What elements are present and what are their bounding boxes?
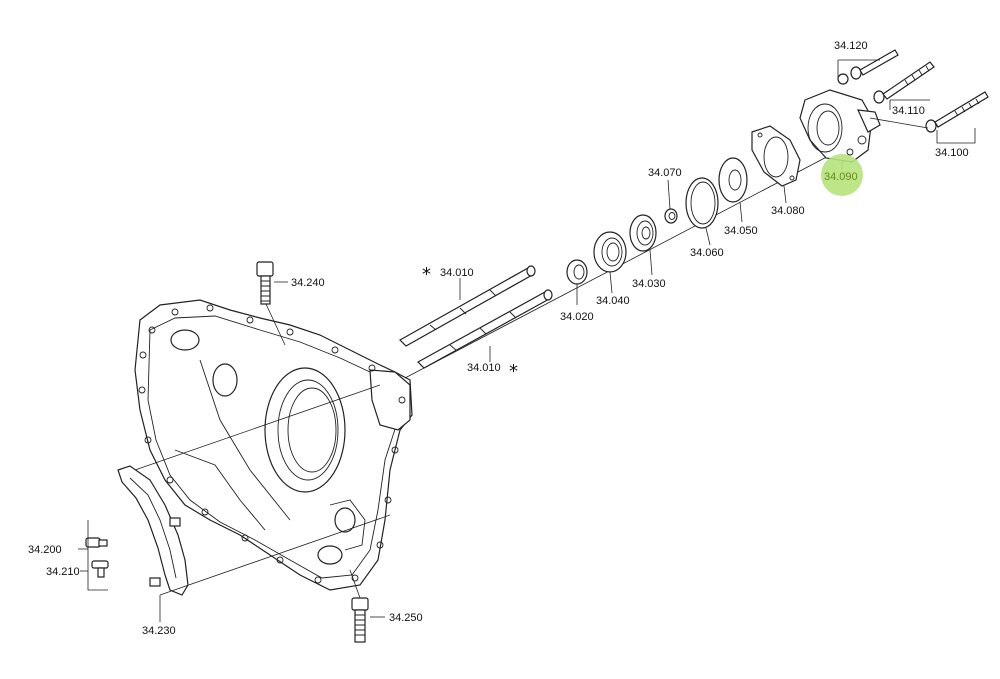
ring-34-040[interactable] bbox=[593, 231, 627, 273]
label-34-100[interactable]: 34.100 bbox=[935, 147, 969, 159]
transmission-housing bbox=[134, 299, 413, 591]
bolt-34-250[interactable] bbox=[351, 597, 369, 643]
shift-rod-lower[interactable] bbox=[417, 289, 553, 369]
label-34-110[interactable]: 34.110 bbox=[892, 105, 925, 117]
label-34-240[interactable]: 34.240 bbox=[291, 277, 325, 289]
label-34-010-upper[interactable]: 34.010 bbox=[440, 267, 474, 279]
label-34-210[interactable]: 34.210 bbox=[46, 566, 80, 578]
label-34-080[interactable]: 34.080 bbox=[771, 205, 805, 217]
label-34-070[interactable]: 34.070 bbox=[648, 167, 682, 179]
gasket-34-080[interactable] bbox=[751, 125, 801, 187]
label-34-060[interactable]: 34.060 bbox=[690, 247, 724, 259]
pin-34-200[interactable] bbox=[85, 537, 108, 548]
nut-34-070[interactable] bbox=[664, 208, 678, 224]
label-34-040[interactable]: 34.040 bbox=[596, 295, 630, 307]
bolt-34-100[interactable] bbox=[925, 91, 989, 133]
bolt-34-120[interactable] bbox=[837, 49, 899, 85]
pin-34-210[interactable] bbox=[91, 560, 109, 578]
label-34-250[interactable]: 34.250 bbox=[389, 612, 423, 624]
asterisk-marker-lower: * bbox=[509, 361, 518, 382]
label-34-030[interactable]: 34.030 bbox=[632, 278, 666, 290]
circlip-34-060[interactable] bbox=[685, 177, 719, 229]
label-34-200[interactable]: 34.200 bbox=[28, 544, 62, 556]
label-34-020[interactable]: 34.020 bbox=[560, 311, 594, 323]
asterisk-marker-upper: * bbox=[422, 264, 431, 285]
label-34-090[interactable]: 34.090 bbox=[824, 171, 858, 183]
label-34-120[interactable]: 34.120 bbox=[834, 40, 868, 52]
washer-34-050[interactable] bbox=[718, 157, 748, 203]
cover-34-090[interactable] bbox=[799, 89, 881, 163]
shift-fork[interactable] bbox=[117, 465, 189, 596]
seal-34-020[interactable] bbox=[566, 259, 588, 285]
bolt-34-110[interactable] bbox=[873, 61, 935, 104]
shift-rod-upper[interactable] bbox=[399, 265, 536, 347]
label-34-010-lower[interactable]: 34.010 bbox=[467, 362, 501, 374]
highlight-marker bbox=[821, 154, 863, 196]
label-34-230[interactable]: 34.230 bbox=[142, 625, 176, 637]
bolt-34-240[interactable] bbox=[256, 261, 274, 305]
label-34-050[interactable]: 34.050 bbox=[724, 225, 758, 237]
bearing-34-030[interactable] bbox=[629, 214, 657, 252]
